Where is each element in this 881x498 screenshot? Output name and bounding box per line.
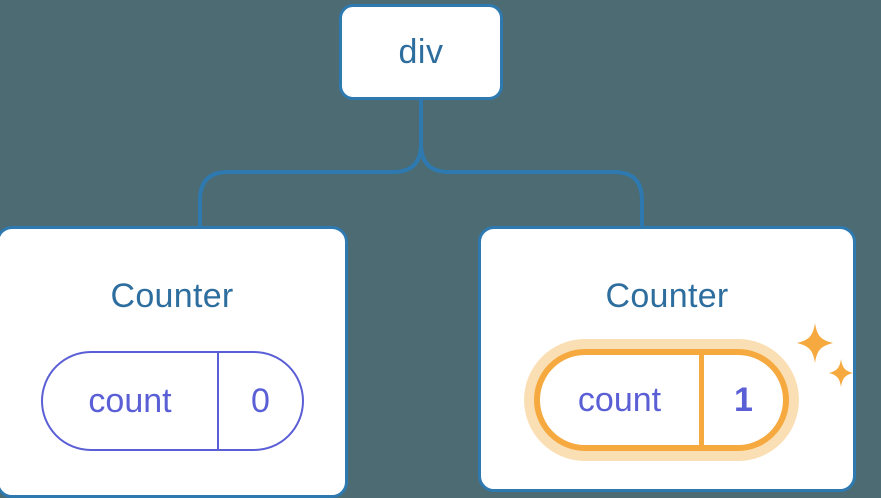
state-pill-count-left[interactable]: count 0 [41,351,304,451]
sparkle-icon [797,323,833,363]
state-key-label: count [540,355,704,445]
node-counter-right-title: Counter [605,277,729,315]
node-div[interactable]: div [339,4,503,100]
state-key-label: count [43,353,219,449]
node-counter-left[interactable]: Counter count 0 [0,226,348,498]
node-div-label: div [398,33,444,71]
connector-branch-left [198,98,423,232]
state-pill-count-right[interactable]: count 1 [534,349,789,451]
state-value-label: 1 [734,381,753,419]
state-pill-count-right-wrapper[interactable]: count 1 [524,339,799,461]
node-counter-left-title: Counter [110,277,234,315]
node-counter-right[interactable]: Counter count 1 [478,226,856,492]
state-value-label: 0 [251,382,270,420]
sparkles-group [797,323,853,387]
connector-branch-right [419,142,644,232]
sparkle-icon [829,359,853,387]
